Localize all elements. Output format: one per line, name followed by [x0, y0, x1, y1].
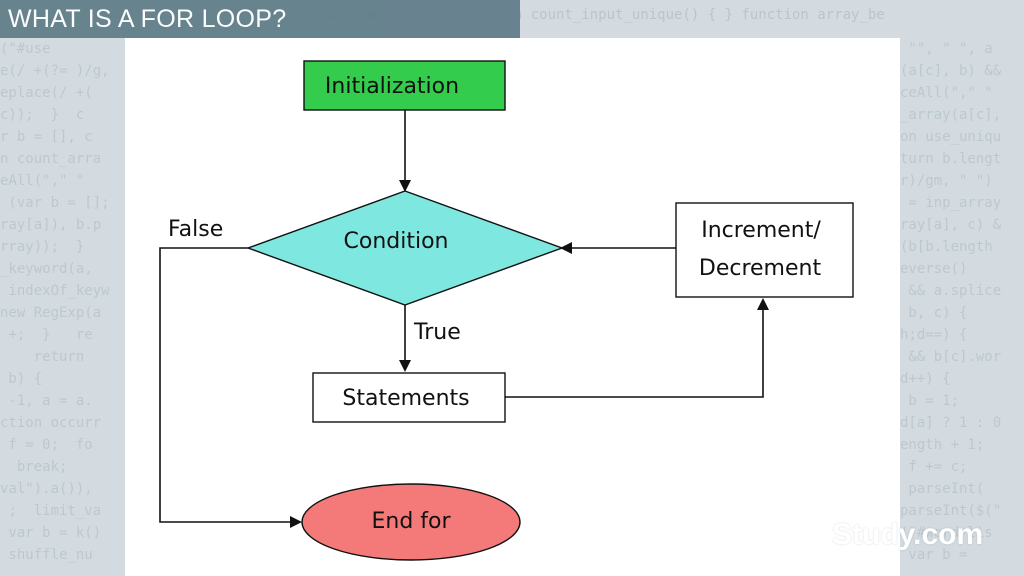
code-line: parseInt(: [900, 481, 985, 497]
page-title: WHAT IS A FOR LOOP?: [8, 5, 287, 33]
code-line: b) {: [0, 371, 43, 387]
code-line: && b[c].wor: [900, 349, 1002, 365]
code-line: new RegExp(a: [0, 305, 102, 321]
code-line: +; } re: [0, 327, 93, 343]
code-line: shuffle_nu: [0, 547, 93, 563]
code-line: _array(a[c],: [900, 107, 1002, 123]
code-line: everse(): [900, 261, 968, 277]
code-line: return: [0, 349, 85, 365]
code-line: (b[b.length: [900, 239, 993, 255]
study-watermark: Study.com: [806, 518, 983, 552]
end-for-label: End for: [371, 509, 451, 534]
code-line: c)); } c: [0, 107, 85, 123]
end-for-node: [301, 483, 521, 561]
initialization-node: [303, 60, 506, 111]
code-line: d++) {: [900, 371, 951, 387]
code-line: e(/ +(?= )/g,: [0, 63, 110, 79]
code-line: (var b = [];: [0, 195, 110, 211]
code-line: ray[a]), b.p: [0, 217, 102, 233]
code-line: && a.splice: [900, 283, 1002, 299]
code-line: -1, a = a.: [0, 393, 93, 409]
code-line: d[a] ? 1 : 0: [900, 415, 1002, 431]
increment-label-line2: Decrement: [699, 256, 822, 281]
code-line: "", " ", a: [900, 41, 993, 57]
code-line: f = 0; fo: [0, 437, 93, 453]
code-line: (a[c], b) &&: [900, 63, 1002, 79]
initialization-label: Initialization: [325, 74, 459, 99]
code-line: eplace(/ +(: [0, 85, 93, 101]
code-line: ("#word-lis: [900, 525, 993, 541]
code-line: ength + 1;: [900, 437, 985, 453]
watermark-text: Study.com: [832, 518, 984, 551]
statements-label: Statements: [342, 386, 469, 411]
code-line: b, c) {: [900, 305, 968, 321]
code-line: ction occurr: [0, 415, 102, 431]
code-line: = inp_array: [900, 195, 1002, 211]
edge-statements-to-increment: [505, 298, 769, 398]
code-line: val").a()),: [0, 481, 93, 497]
code-line: indexOf_keyw: [0, 283, 110, 299]
code-line: f += c;: [900, 459, 968, 475]
code-line: ceAll("," ": [900, 85, 993, 101]
code-line: rray)); }: [0, 239, 85, 255]
code-line: var b = k(): [0, 525, 102, 541]
code-line: r)/gm, " "): [900, 173, 993, 189]
code-line: turn b.lengt: [900, 151, 1002, 167]
code-line: n count_arra: [0, 151, 102, 167]
code-line: var b =: [900, 547, 968, 563]
play-circle-icon: [806, 523, 830, 547]
increment-decrement-node: [675, 202, 854, 298]
code-line: ("#use: [0, 41, 51, 57]
code-line: b = 1;: [900, 393, 985, 409]
diagram-panel: [125, 38, 900, 576]
code-line: parseInt($(": [900, 503, 1002, 519]
statements-node: [312, 372, 506, 423]
false-label: False: [168, 217, 223, 242]
condition-label: Condition: [344, 229, 449, 254]
code-line: r b = [], c: [0, 129, 93, 145]
code-line: on use_uniqu: [900, 129, 1002, 145]
code-background-right: "", " ", a (a[c], b) && ceAll("," " _array(…: [900, 38, 1024, 566]
code-line: h;d==) {: [900, 327, 968, 343]
true-label: True: [413, 320, 461, 345]
code-line: ; limit_va: [0, 503, 102, 519]
edge-condition-false-to-end: [159, 247, 302, 528]
code-line: break;: [0, 459, 68, 475]
increment-label-line1: Increment/: [701, 218, 821, 243]
condition-node: [245, 190, 565, 306]
code-line: eAll("," ": [0, 173, 85, 189]
title-bar: WHAT IS A FOR LOOP?: [0, 0, 520, 38]
code-line: ray[a], c) &: [900, 217, 1002, 233]
code-background-left: ("#use e(/ +(?= )/g, eplace(/ +( c)); } c r …: [0, 38, 125, 566]
code-line: _keyword(a,: [0, 261, 93, 277]
